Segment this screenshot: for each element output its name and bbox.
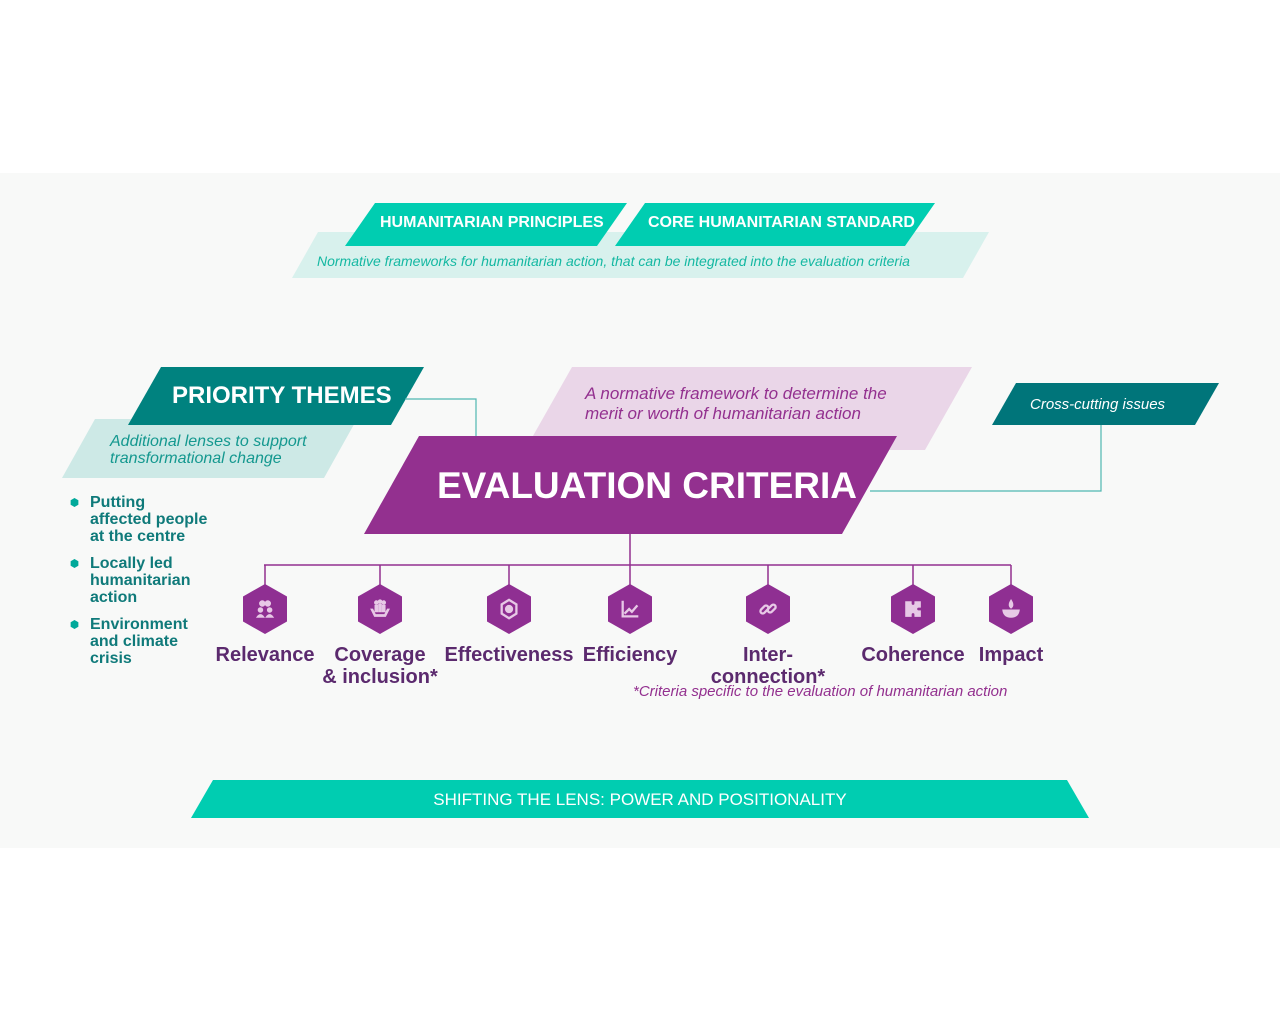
- hexagon-bullet-icon: [70, 498, 79, 507]
- priority-subtitle-line1: Additional lenses to support: [110, 433, 307, 450]
- center-note-band: [525, 367, 972, 450]
- humanitarian-principles-label: HUMANITARIAN PRINCIPLES: [380, 214, 604, 231]
- criteria-label-line: Efficiency: [582, 644, 678, 666]
- cross-cutting-band: [992, 383, 1219, 425]
- priority-theme-list: Putting affected people at the centre Lo…: [68, 494, 230, 677]
- center-note-line1: A normative framework to determine the: [585, 384, 887, 403]
- priority-theme-line: at the centre: [90, 528, 186, 545]
- criteria-label: Relevance: [185, 644, 345, 666]
- criteria-hexagon: [746, 584, 790, 634]
- criteria-footnote: *Criteria specific to the evaluation of …: [633, 683, 1008, 700]
- priority-theme-item: Putting affected people at the centre: [68, 494, 230, 545]
- cross-cutting-label: Cross-cutting issues: [1030, 396, 1166, 413]
- criteria-label-line: & inclusion*: [322, 666, 438, 688]
- priority-subtitle-line2: transformational change: [110, 450, 282, 467]
- top-subtitle: Normative frameworks for humanitarian ac…: [317, 253, 910, 269]
- priority-theme-line: Locally led: [90, 555, 173, 572]
- people-group-icon: [255, 600, 275, 618]
- priority-theme-line: affected people: [90, 511, 208, 528]
- priority-title: PRIORITY THEMES: [172, 382, 392, 409]
- criteria-label-line: Coherence: [861, 644, 965, 666]
- criteria-hexagon: [989, 584, 1033, 634]
- priority-subtitle-band: [62, 419, 357, 478]
- humanitarian-principles-band: [345, 203, 627, 246]
- bottom-banner-band: [191, 780, 1089, 818]
- criteria-label-line: Coverage: [334, 644, 426, 666]
- criteria-label-line: Impact: [978, 644, 1044, 666]
- hexagon-bullet-icon: [70, 559, 79, 568]
- bottom-banner-label: SHIFTING THE LENS: POWER AND POSITIONALI…: [433, 790, 847, 809]
- center-note-line2: merit or worth of humanitarian action: [585, 404, 861, 423]
- core-standard-band: [615, 203, 935, 246]
- priority-theme-line: Environment: [90, 616, 188, 633]
- criteria-hexagon: [243, 584, 287, 634]
- core-standard-label: CORE HUMANITARIAN STANDARD: [648, 214, 915, 231]
- criteria-label: Impact: [931, 644, 1091, 666]
- criteria-hexagon: [487, 584, 531, 634]
- evaluation-criteria-title: EVALUATION CRITERIA: [437, 465, 858, 506]
- priority-connector: [405, 398, 477, 437]
- graph-up-icon: [621, 600, 639, 618]
- criteria-label-line: Effectiveness: [444, 644, 574, 666]
- criteria-label-line: Relevance: [215, 644, 315, 666]
- cross-cutting-connector: [870, 424, 1102, 492]
- priority-theme-line: Putting: [90, 494, 146, 511]
- criteria-hexagon: [891, 584, 935, 634]
- hands-people-icon: [370, 599, 390, 617]
- target-hexagon-icon: [500, 598, 518, 620]
- evaluation-criteria-band: [364, 436, 897, 534]
- criteria-label: Coherence: [833, 644, 993, 666]
- priority-theme-item: Locally led humanitarian action: [68, 555, 230, 606]
- priority-theme-item: Environment and climate crisis: [68, 616, 230, 667]
- criteria-label: Effectiveness: [429, 644, 589, 666]
- priority-title-band: [128, 367, 424, 425]
- criteria-label: Coverage& inclusion*: [300, 644, 460, 688]
- puzzle-icon: [905, 601, 921, 617]
- priority-theme-line: humanitarian: [90, 572, 191, 589]
- chain-link-icon: [759, 603, 777, 615]
- criteria-label: Efficiency: [550, 644, 710, 666]
- hexagon-bullet-icon: [70, 620, 79, 629]
- priority-theme-line: action: [90, 589, 138, 606]
- drop-bowl-icon: [1002, 599, 1020, 618]
- criteria-label-line: Inter-connection*: [710, 644, 826, 688]
- priority-theme-line: and climate: [90, 633, 179, 650]
- criteria-hexagon: [608, 584, 652, 634]
- criteria-label: Inter-connection*: [688, 644, 848, 688]
- criteria-hexagon: [358, 584, 402, 634]
- priority-theme-line: crisis: [90, 650, 132, 667]
